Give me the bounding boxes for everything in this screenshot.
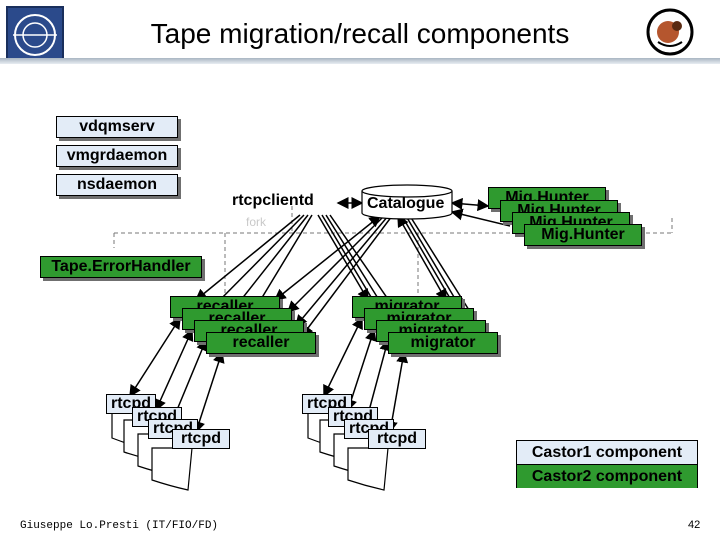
fork-label: fork bbox=[246, 215, 267, 229]
recaller-box: recaller bbox=[206, 332, 316, 354]
rtcpd-box: rtcpd bbox=[172, 429, 230, 449]
footer-author: Giuseppe Lo.Presti (IT/FIO/FD) bbox=[20, 520, 219, 532]
legend: Castor1 component Castor2 component bbox=[516, 440, 698, 488]
legend-castor2: Castor2 component bbox=[517, 464, 697, 488]
catalogue-cylinder bbox=[361, 184, 453, 220]
migrator-box: migrator bbox=[388, 332, 498, 354]
vdqmserv-box: vdqmserv bbox=[56, 116, 178, 138]
page-number: 42 bbox=[688, 519, 701, 531]
rtcpclientd-label: rtcpclientd bbox=[232, 192, 314, 209]
tape-error-handler-box: Tape.ErrorHandler bbox=[40, 256, 202, 278]
legend-castor1: Castor1 component bbox=[517, 441, 697, 464]
slide-title: Tape migration/recall components bbox=[150, 18, 570, 49]
castor-mascot-icon bbox=[646, 8, 694, 56]
vmgrdaemon-box: vmgrdaemon bbox=[56, 145, 178, 167]
mig-hunter-box: Mig.Hunter bbox=[524, 224, 642, 246]
rtcpd-box: rtcpd bbox=[368, 429, 426, 449]
catalogue-label: Catalogue bbox=[367, 195, 445, 212]
cern-logo bbox=[6, 6, 64, 64]
title-divider bbox=[0, 58, 720, 64]
nsdaemon-box: nsdaemon bbox=[56, 174, 178, 196]
